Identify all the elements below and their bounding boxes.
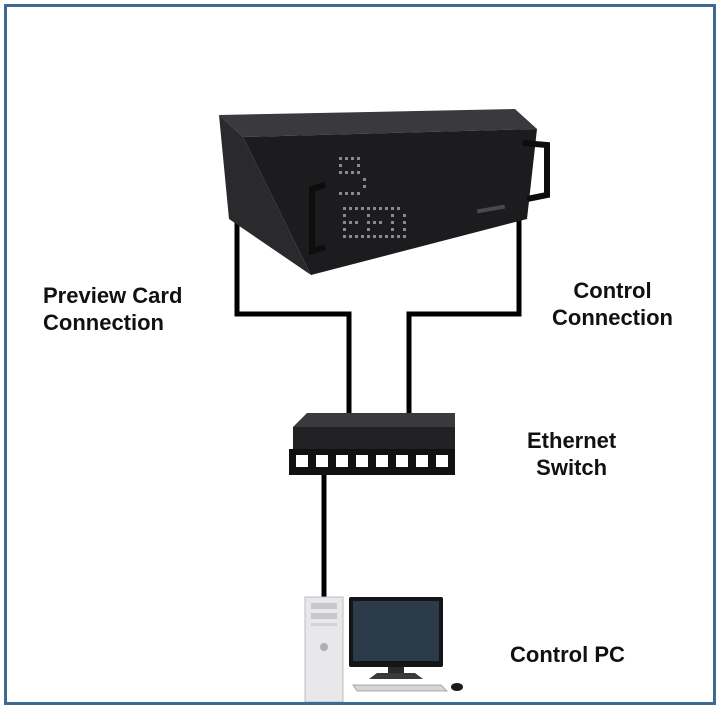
preview-card-connection-line1: Preview Card	[43, 283, 183, 308]
preview-card-connection-line2: Connection	[43, 310, 164, 335]
ethernet-switch-line2: Switch	[536, 455, 608, 480]
control-connection-line1: Control	[573, 278, 652, 303]
control-pc-label: Control PC	[510, 642, 625, 667]
control-connection-label: Control Connection	[552, 277, 673, 331]
ethernet-switch-icon	[289, 413, 455, 475]
preview-card-connection-label: Preview Card Connection	[43, 282, 182, 336]
ethernet-switch-line1: Ethernet	[527, 428, 617, 453]
video-wall-processor-icon	[219, 109, 550, 275]
ethernet-switch-label: Ethernet Switch	[527, 427, 616, 481]
control-connection-line2: Connection	[552, 305, 673, 330]
diagram-frame: Preview Card Connection Control Connecti…	[4, 4, 716, 705]
connection-diagram	[219, 109, 550, 702]
control-cable	[406, 217, 522, 414]
desktop-computer-icon	[304, 596, 463, 702]
preview-card-cable	[234, 222, 352, 414]
cables	[234, 217, 522, 602]
